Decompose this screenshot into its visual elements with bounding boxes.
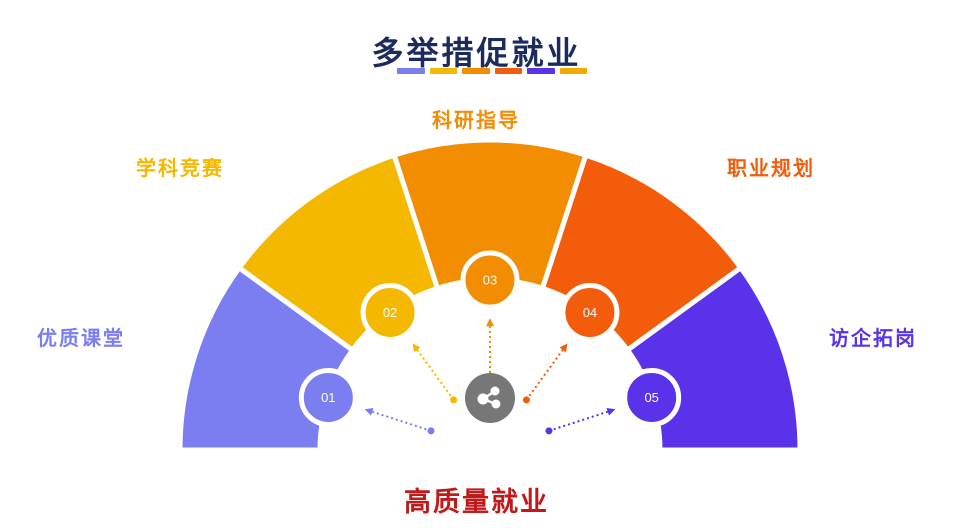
center-icon-bg bbox=[465, 373, 515, 423]
connector-arrowhead-1 bbox=[364, 407, 374, 416]
segment-circle-1 bbox=[298, 367, 358, 427]
connector-line-5 bbox=[548, 409, 612, 432]
share-nodes-icon bbox=[465, 373, 515, 423]
connector-dot-5 bbox=[545, 427, 553, 435]
segment-circle-4 bbox=[560, 282, 620, 342]
title-bar-1 bbox=[397, 68, 425, 74]
share-node-2 bbox=[490, 386, 500, 396]
segment-label-5: 访企拓岗 bbox=[829, 326, 917, 350]
segment-label-4: 职业规划 bbox=[727, 156, 815, 180]
segment-label-3: 科研指导 bbox=[432, 108, 520, 132]
segment-label-2: 学科竞赛 bbox=[136, 156, 224, 180]
share-node-1 bbox=[477, 393, 489, 405]
connector-dot-2 bbox=[450, 396, 458, 404]
connector-arrowhead-2 bbox=[412, 343, 421, 353]
segment-number-2: 02 bbox=[383, 305, 397, 320]
segment-circle-5 bbox=[622, 367, 682, 427]
connector-dot-1 bbox=[427, 427, 435, 435]
share-node-3 bbox=[491, 399, 501, 409]
connector-line-4 bbox=[525, 346, 566, 401]
title-underline-bars bbox=[397, 68, 587, 74]
connector-dot-4 bbox=[522, 396, 530, 404]
connector-arrowhead-3 bbox=[486, 318, 494, 327]
connector-arrowhead-4 bbox=[559, 343, 568, 353]
title-bar-2 bbox=[429, 68, 457, 74]
segment-number-3: 03 bbox=[483, 273, 497, 288]
connector-line-1 bbox=[368, 409, 432, 432]
page-title: 多举措促就业 bbox=[371, 34, 582, 72]
connector-arrowhead-5 bbox=[606, 407, 616, 416]
segment-number-1: 01 bbox=[321, 390, 335, 405]
segment-circle-2 bbox=[360, 282, 420, 342]
title-bar-3 bbox=[462, 68, 490, 74]
segment-label-1: 优质课堂 bbox=[37, 326, 125, 350]
title-bar-4 bbox=[494, 68, 522, 74]
connector-line-2 bbox=[414, 346, 455, 401]
footer-title: 高质量就业 bbox=[404, 487, 549, 518]
title-bar-5 bbox=[527, 68, 555, 74]
segment-number-5: 05 bbox=[644, 390, 658, 405]
segment-number-4: 04 bbox=[583, 305, 597, 320]
title-bar-6 bbox=[559, 68, 587, 74]
segment-circle-3 bbox=[460, 250, 520, 310]
